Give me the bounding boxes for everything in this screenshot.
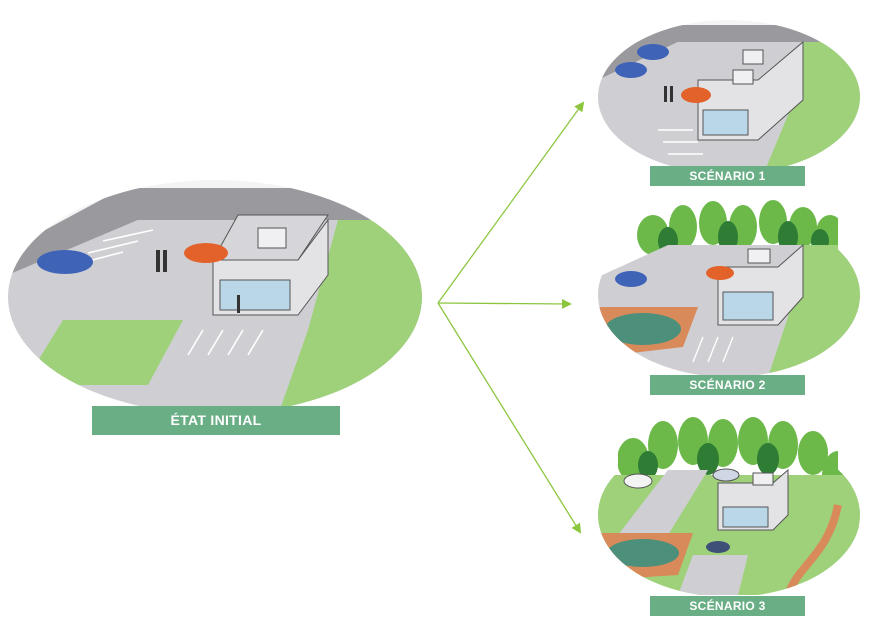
scenario-1-illustration [598,20,860,175]
scenario-3-illustration [598,415,860,595]
initial-state-illustration [8,180,423,415]
initial-state-drawing [8,180,422,414]
arrow-to-scenario-3 [437,302,582,534]
scenario-2-label: SCÉNARIO 2 [650,375,805,395]
scenario-1-drawing [598,20,860,174]
scenario-2-drawing [598,197,860,377]
scenario-3-label: SCÉNARIO 3 [650,596,805,616]
scenario-2-illustration [598,197,860,377]
arrow-to-scenario-2 [437,298,572,309]
scenario-1-label: SCÉNARIO 1 [650,166,805,186]
initial-state-label: ÉTAT INITIAL [92,406,340,435]
arrow-to-scenario-1 [437,101,585,304]
scenario-3-drawing [598,415,860,595]
